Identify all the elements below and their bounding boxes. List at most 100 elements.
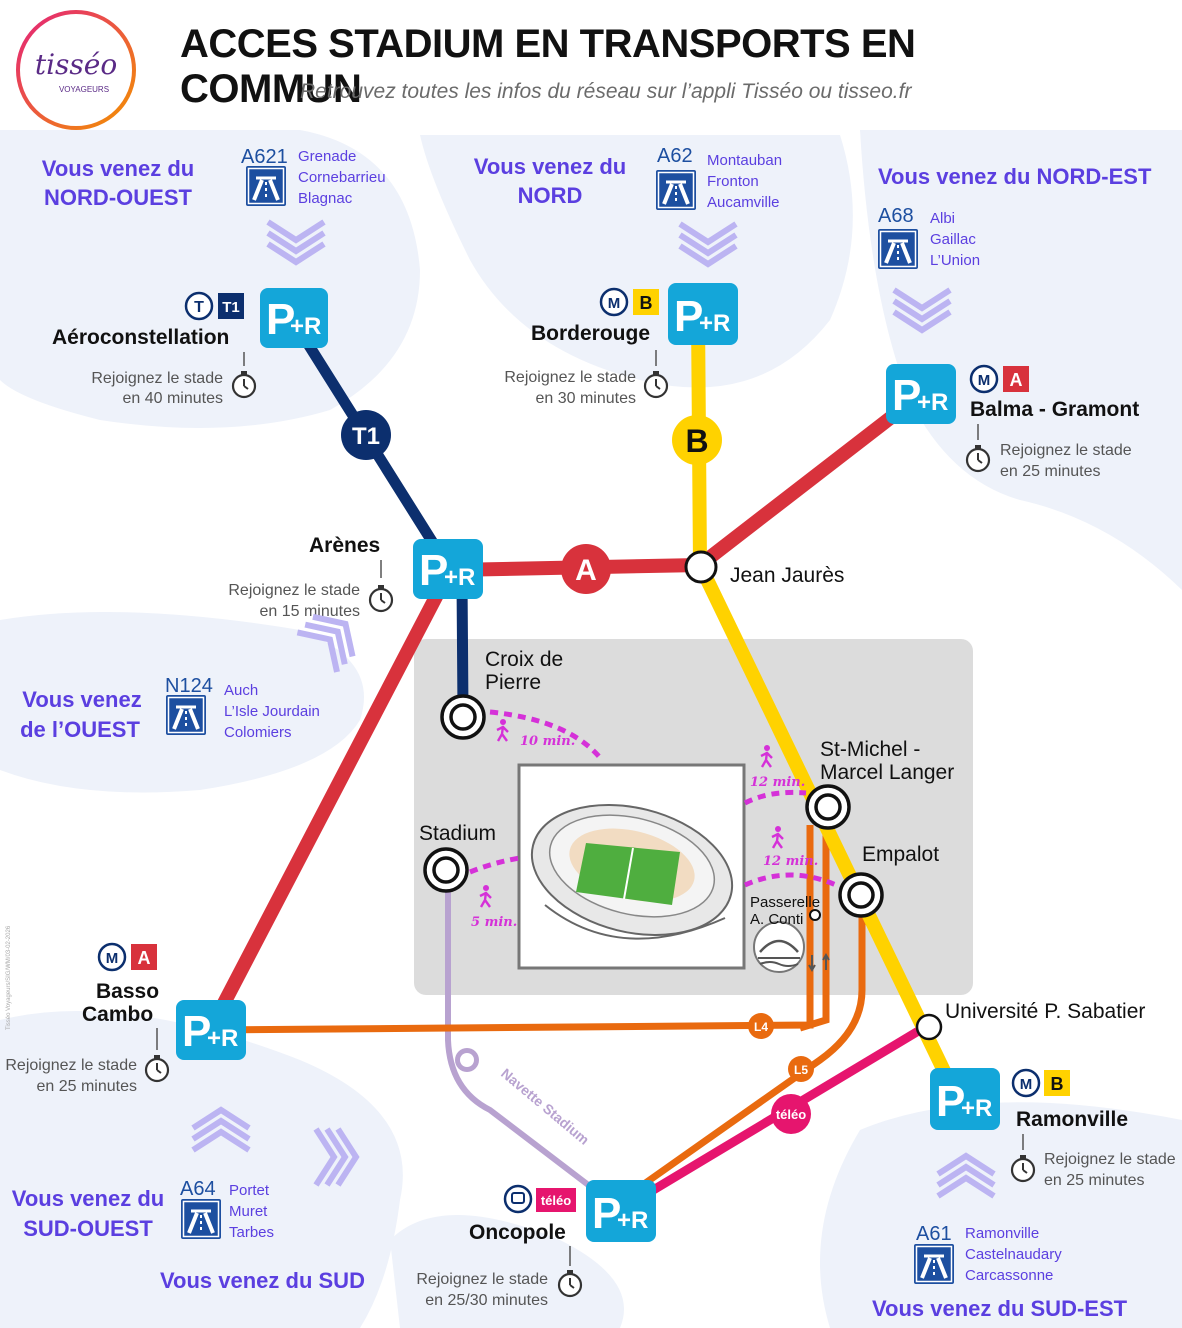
highway-icon [244,164,288,208]
town: Ramonville [965,1225,1039,1242]
pr-borderouge[interactable]: P +R [668,283,738,345]
label-empalot: Empalot [862,843,939,866]
line-L5 [607,900,866,1211]
highway-icon [164,693,208,737]
town: Fronton [707,173,759,190]
dir-ne: Vous venez du NORD-EST [878,164,1152,189]
time-ramon-1: Rejoignez le stade [1044,1151,1176,1168]
dir-n-1: Vous venez du [474,154,626,179]
time-arenes-2: en 15 minutes [259,603,360,620]
time-border-2: en 30 minutes [535,390,636,407]
station-empalot [838,872,884,918]
mode-badges: T T1 M B M A M A M B téléo [97,287,1070,1214]
station-stmichel [805,784,851,830]
pr-p: P [419,546,448,595]
badge-metro: M [1020,1076,1033,1093]
pr-aeroconstellation[interactable]: P +R [260,288,328,348]
town: L’Isle Jourdain [224,703,320,720]
dir-o-1: Vous venez [22,687,141,712]
road-a64: A64 [180,1178,216,1200]
label-passerelle-1: Passerelle [750,894,820,911]
badge-b-small: B [1051,1074,1064,1094]
dir-o-2: de l’OUEST [20,717,140,742]
station-stadium [423,847,469,893]
name-borderouge: Borderouge [531,322,650,345]
town: Muret [229,1203,268,1220]
town: Carcassonne [965,1267,1053,1284]
badge-b-small: B [640,293,653,313]
road-a621: A621 [241,146,288,168]
logo-text: tisséo [35,48,117,81]
pr-arenes[interactable]: P +R [413,539,483,599]
time-arenes-1: Rejoignez le stade [228,582,360,599]
label-universite: Université P. Sabatier [945,1000,1145,1023]
dir-so-1: Vous venez du [12,1186,164,1211]
name-oncopole: Oncopole [469,1221,566,1244]
leader-lines [156,350,1024,1266]
label-passerelle-2: A. Conti [750,911,803,928]
time-ramon-2: en 25 minutes [1044,1172,1145,1189]
town: Albi [930,210,955,227]
label-jean-jaures: Jean Jaurès [730,564,844,587]
time-balma-2: en 25 minutes [1000,463,1101,480]
badge-A: A [575,554,597,587]
badge-metro: M [978,372,991,389]
dir-se: Vous venez du SUD-EST [872,1296,1128,1321]
label-stmichel-2: Marcel Langer [820,761,954,784]
name-ramonville: Ramonville [1016,1108,1128,1131]
pr-p: P [936,1077,965,1126]
dir-so-2: SUD-OUEST [23,1216,153,1241]
town: Castelnaudary [965,1246,1062,1263]
page-subtitle: Retrouvez toutes les infos du réseau sur… [300,80,912,103]
label-croix-2: Pierre [485,671,541,694]
time-aero-1: Rejoignez le stade [91,370,223,387]
badge-T1: T1 [352,423,380,450]
time-onco-1: Rejoignez le stade [416,1271,548,1288]
pr-r: +R [699,310,730,337]
badge-teleo-small: téléo [541,1193,571,1208]
badge-metro: M [106,950,119,967]
walk-time-croix: 10 min. [520,734,575,749]
dir-no-1: Vous venez du [42,156,194,181]
logo-subtext: VOYAGEURS [59,85,109,94]
pr-ramonville[interactable]: P +R [930,1068,1000,1130]
time-basso-2: en 25 minutes [36,1078,137,1095]
badge-teleo: téléo [776,1107,806,1122]
pr-r: +R [207,1025,238,1052]
name-aeroconstellation: Aéroconstellation [52,326,229,349]
road-a68: A68 [878,205,914,227]
dir-no-2: NORD-OUEST [44,185,192,210]
name-basso: Basso [96,980,159,1003]
town: Grenade [298,148,356,165]
town: L’Union [930,252,980,269]
walk-time-stadium: 5 min. [471,915,517,930]
bridge-icon [753,921,830,973]
time-onco-2: en 25/30 minutes [425,1292,548,1309]
background-regions [0,130,1182,1328]
town: Montauban [707,152,782,169]
pr-p: P [674,292,703,341]
town: Auch [224,682,258,699]
pr-r: +R [617,1207,648,1234]
time-aero-2: en 40 minutes [122,390,223,407]
pr-r: +R [444,564,475,591]
town: Aucamville [707,194,780,211]
tisseo-logo: tisséo VOYAGEURS [16,10,136,130]
label-stmichel-1: St-Michel - [820,738,920,761]
footer-note: Tisséo Voyageurs/SIG/WM/03-02-2026 [6,925,12,1030]
pr-p: P [592,1189,621,1238]
name-arenes: Arènes [309,534,380,557]
navette-label: Navette Stadium [498,1065,592,1148]
badge-t1-small: T1 [222,299,240,316]
pr-p: P [266,295,295,344]
town: Cornebarrieu [298,169,386,186]
pr-basso-cambo[interactable]: P +R [176,1000,246,1060]
pr-balma[interactable]: P +R [886,364,956,424]
badge-a-small: A [138,948,151,968]
line-L4-return [798,825,830,1032]
town: Blagnac [298,190,353,207]
stations [423,550,943,1041]
pr-oncopole[interactable]: P +R [586,1180,656,1242]
pr-r: +R [961,1095,992,1122]
